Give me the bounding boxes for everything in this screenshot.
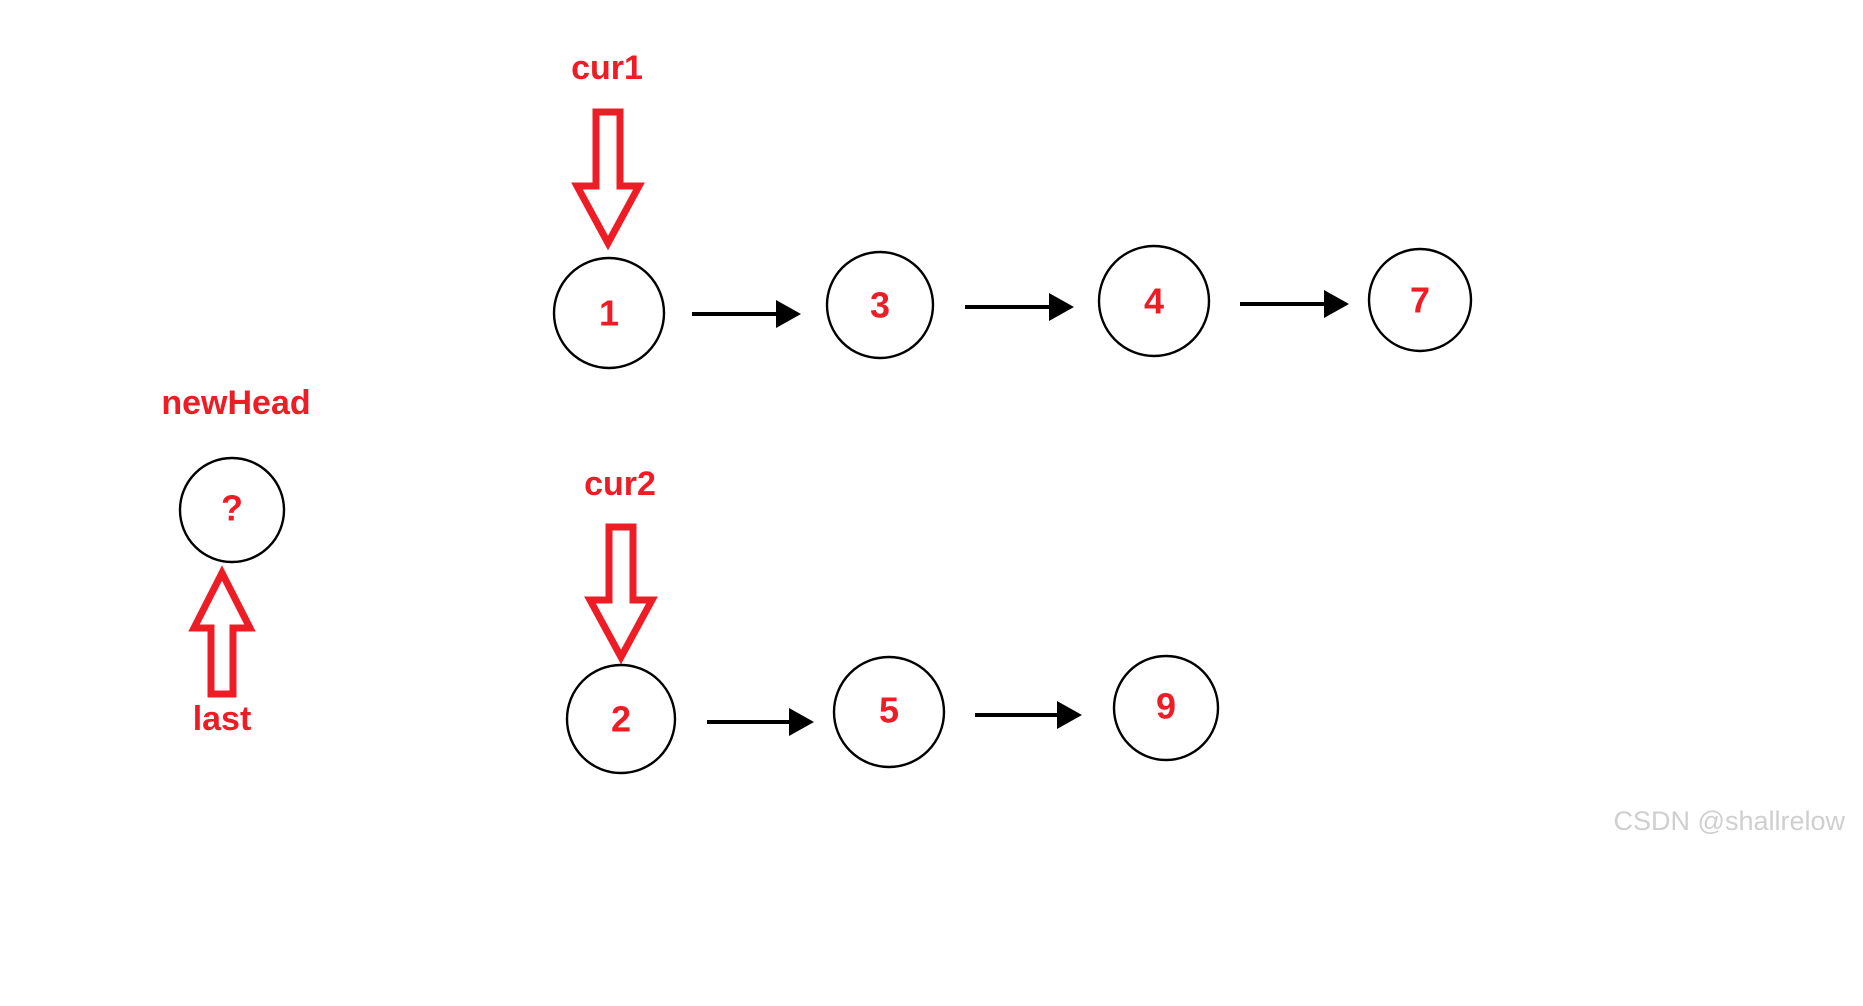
node-3-circle [825, 250, 935, 360]
pointer-cur1-group: cur1 [571, 49, 645, 251]
node-1-circle [552, 256, 666, 370]
node-1: 1 [552, 256, 666, 370]
pointer-label-cur2: cur2 [584, 465, 656, 503]
list-one-link-3 [1240, 290, 1349, 318]
node-4: 4 [1097, 244, 1211, 358]
list-two-link-1 [707, 708, 814, 736]
watermark-text: CSDN @shallrelow [1614, 806, 1846, 836]
node-9-circle [1112, 654, 1220, 762]
node-7: 7 [1367, 247, 1473, 353]
node-5-value: 5 [879, 690, 899, 731]
node-9-value: 9 [1156, 686, 1176, 727]
node-9: 9 [1112, 654, 1220, 762]
new-head-group: newHead ? last [161, 384, 310, 738]
node-2-value: 2 [611, 699, 631, 740]
list-two-link-2 [975, 701, 1082, 729]
list-one-link-2 [965, 293, 1074, 321]
node-7-value: 7 [1410, 280, 1430, 321]
node-newhead-value: ? [221, 488, 243, 529]
node-3-value: 3 [870, 285, 890, 326]
list-one-link-1 [692, 300, 801, 328]
node-4-value: 4 [1144, 281, 1164, 322]
last-up-arrow-icon [188, 565, 256, 698]
node-7-circle [1367, 247, 1473, 353]
node-4-circle [1097, 244, 1211, 358]
list-two-group: 2 5 9 [565, 654, 1220, 775]
node-newhead-circle [178, 456, 286, 564]
pointer-cur2-group: cur2 [584, 465, 658, 665]
node-5: 5 [832, 655, 946, 769]
node-2-circle [565, 663, 677, 775]
node-3: 3 [825, 250, 935, 360]
list-one-group: 1 3 4 7 [552, 244, 1473, 370]
pointer-label-last: last [193, 700, 252, 738]
pointer-label-newhead: newHead [161, 384, 310, 422]
node-1-value: 1 [599, 293, 619, 334]
cur2-down-arrow-icon [584, 523, 658, 665]
pointer-label-cur1: cur1 [571, 49, 643, 87]
cur1-down-arrow-icon [571, 108, 645, 251]
node-2: 2 [565, 663, 677, 775]
node-5-circle [832, 655, 946, 769]
